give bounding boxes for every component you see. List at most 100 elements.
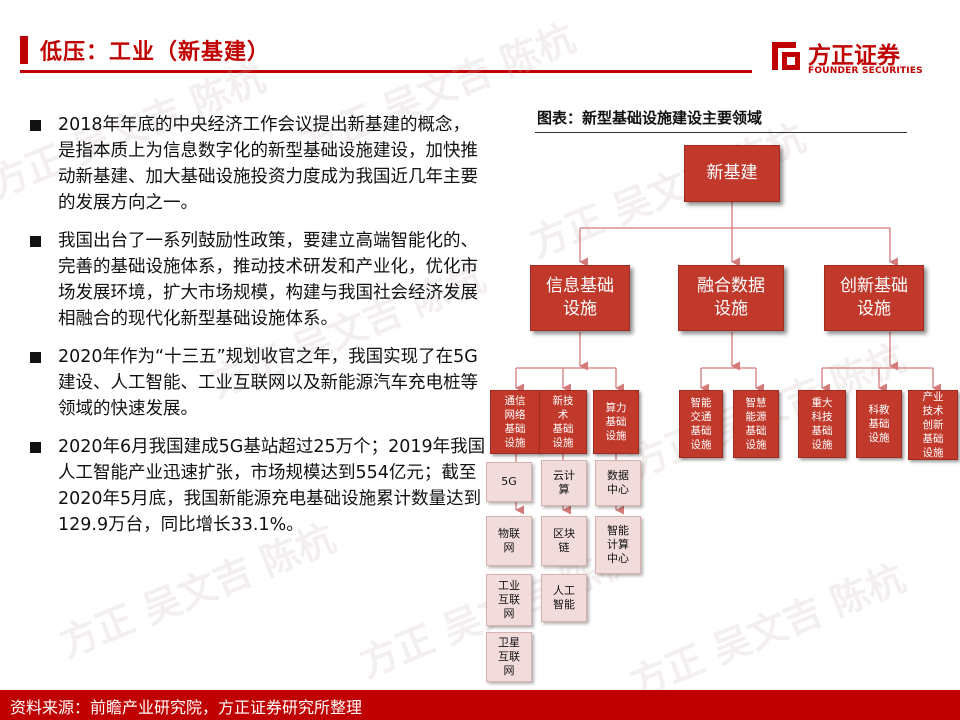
- sub-label-line: 智能: [690, 397, 712, 409]
- title-marker: [20, 36, 28, 64]
- square-bullet-icon: [30, 442, 41, 453]
- root-node-label: 新基建: [706, 163, 758, 183]
- leaf-label-line: 卫星: [498, 636, 520, 649]
- leaf-node: 卫星互联网: [486, 632, 532, 682]
- leaf-label-line: 智能: [607, 524, 629, 537]
- category-label-line: 信息基础: [546, 276, 614, 296]
- leaf-label-line: 云计: [553, 469, 575, 482]
- category-label-line: 设施: [563, 299, 597, 319]
- title-rule: [20, 70, 752, 73]
- sub-node: 重大科技基础设施: [798, 390, 846, 458]
- sub-label-line: 创新: [922, 419, 944, 431]
- sub-label-line: 设施: [690, 439, 712, 451]
- category-node-fusion: 融合数据设施: [678, 265, 784, 331]
- leaf-node: 人工智能: [541, 574, 587, 622]
- logo-cn-text: 方正证券: [808, 43, 900, 69]
- leaf-node: 5G: [486, 462, 532, 502]
- sub-label-line: 基础: [504, 423, 526, 435]
- leaf-label-line: 工业: [498, 579, 520, 592]
- sub-label-line: 基础: [552, 423, 574, 435]
- sub-label-line: 算力: [605, 402, 627, 414]
- leaf-label-line: 计算: [607, 538, 629, 551]
- category-label-line: 创新基础: [840, 276, 908, 296]
- page-title: 低压：工业（新基建）: [40, 40, 271, 65]
- footer-bar: 资料来源：前瞻产业研究院，方正证券研究所整理: [0, 690, 960, 720]
- leaf-label-line: 网: [503, 664, 515, 677]
- bullet-list: 2018年年底的中央经济工作会议提出新基建的概念，是指本质上为信息数字化的新型基…: [24, 112, 486, 550]
- sub-label-line: 智慧: [745, 397, 767, 409]
- root-node: 新基建: [684, 145, 780, 202]
- sub-label-line: 设施: [922, 447, 944, 459]
- leaf-label-line: 5G: [501, 475, 517, 488]
- sub-label-line: 产业: [922, 391, 944, 403]
- sub-label-line: 术: [557, 409, 569, 421]
- sub-node: 新技术基础设施: [539, 390, 587, 454]
- sub-label-line: 科技: [811, 411, 833, 423]
- sub-label-line: 设施: [504, 437, 526, 449]
- sub-label-line: 设施: [868, 432, 890, 444]
- category-label-line: 设施: [857, 299, 891, 319]
- sub-node: 智能交通基础设施: [679, 390, 723, 458]
- leaf-label-line: 数据: [607, 469, 629, 482]
- founder-logo-icon: [772, 42, 800, 70]
- logo-en-text: FOUNDER SECURITIES: [808, 66, 923, 76]
- leaf-label-line: 网: [503, 541, 515, 554]
- leaf-label-line: 人工: [553, 584, 575, 597]
- category-node-innovation: 创新基础设施: [824, 265, 924, 331]
- leaf-label-line: 中心: [607, 552, 629, 565]
- leaf-label-line: 中心: [607, 483, 629, 496]
- sub-label-line: 技术: [922, 405, 944, 417]
- category-label-line: 设施: [714, 299, 748, 319]
- sub-label-line: 设施: [552, 437, 574, 449]
- sub-label-line: 基础: [811, 425, 833, 437]
- bullet-text: 2018年年底的中央经济工作会议提出新基建的概念，是指本质上为信息数字化的新型基…: [58, 115, 478, 213]
- bullet-item: 我国出台了一系列鼓励性政策，要建立高端智能化的、完善的基础设施体系，推动技术研发…: [24, 228, 486, 332]
- sub-label-line: 交通: [690, 411, 712, 423]
- sub-label-line: 基础: [868, 418, 890, 430]
- leaf-label-line: 互联: [498, 593, 520, 606]
- bullet-text: 2020年6月我国建成5G基站超过25万个；2019年我国人工智能产业迅速扩张，…: [58, 437, 486, 535]
- leaf-label-line: 互联: [498, 650, 520, 663]
- leaf-node: 区块链: [541, 516, 587, 566]
- sub-label-line: 科教: [868, 404, 890, 416]
- sub-label-line: 基础: [605, 416, 627, 428]
- diagram-caption: 图表：新型基础设施建设主要领域: [537, 109, 763, 127]
- sub-label-line: 基础: [745, 425, 767, 437]
- leaf-node: 云计算: [541, 460, 587, 506]
- square-bullet-icon: [30, 120, 41, 131]
- sub-label-line: 重大: [811, 397, 833, 409]
- category-label-line: 融合数据: [697, 276, 765, 296]
- sub-node: 算力基础设施: [593, 390, 639, 454]
- bullet-text: 2020年作为“十三五”规划收官之年，我国实现了在5G建设、人工智能、工业互联网…: [58, 347, 478, 419]
- sub-label-line: 设施: [605, 430, 627, 442]
- bullet-item: 2020年作为“十三五”规划收官之年，我国实现了在5G建设、人工智能、工业互联网…: [24, 344, 486, 422]
- sub-node: 通信网络基础设施: [490, 390, 540, 454]
- leaf-label-line: 网: [503, 607, 515, 620]
- leaf-label-line: 区块: [553, 527, 575, 540]
- caption-rule: [535, 132, 907, 133]
- leaf-label-line: 智能: [553, 598, 575, 611]
- leaf-label-line: 物联: [498, 527, 520, 540]
- sub-node: 科教基础设施: [856, 390, 902, 458]
- leaf-node: 物联网: [486, 516, 532, 566]
- sub-label-line: 基础: [922, 433, 944, 445]
- sub-node: 产业技术创新基础设施: [908, 390, 958, 460]
- sub-node: 智慧能源基础设施: [733, 390, 779, 458]
- leaf-node: 智能计算中心: [595, 516, 641, 574]
- leaf-node: 工业互联网: [486, 574, 532, 626]
- square-bullet-icon: [30, 236, 41, 247]
- square-bullet-icon: [30, 352, 41, 363]
- founder-logo: 方正证券 FOUNDER SECURITIES: [768, 36, 938, 80]
- source-note: 资料来源：前瞻产业研究院，方正证券研究所整理: [10, 698, 363, 717]
- sub-label-line: 设施: [811, 439, 833, 451]
- sub-label-line: 基础: [690, 425, 712, 437]
- sub-label-line: 新技: [552, 395, 574, 407]
- sub-label-line: 设施: [745, 439, 767, 451]
- leaf-node: 数据中心: [595, 460, 641, 506]
- leaf-label-line: 链: [558, 541, 570, 554]
- category-node-info: 信息基础设施: [530, 265, 630, 331]
- bullet-text: 我国出台了一系列鼓励性政策，要建立高端智能化的、完善的基础设施体系，推动技术研发…: [58, 231, 478, 329]
- leaf-label-line: 算: [558, 483, 570, 496]
- bullet-item: 2020年6月我国建成5G基站超过25万个；2019年我国人工智能产业迅速扩张，…: [24, 434, 486, 538]
- sub-label-line: 能源: [745, 411, 767, 423]
